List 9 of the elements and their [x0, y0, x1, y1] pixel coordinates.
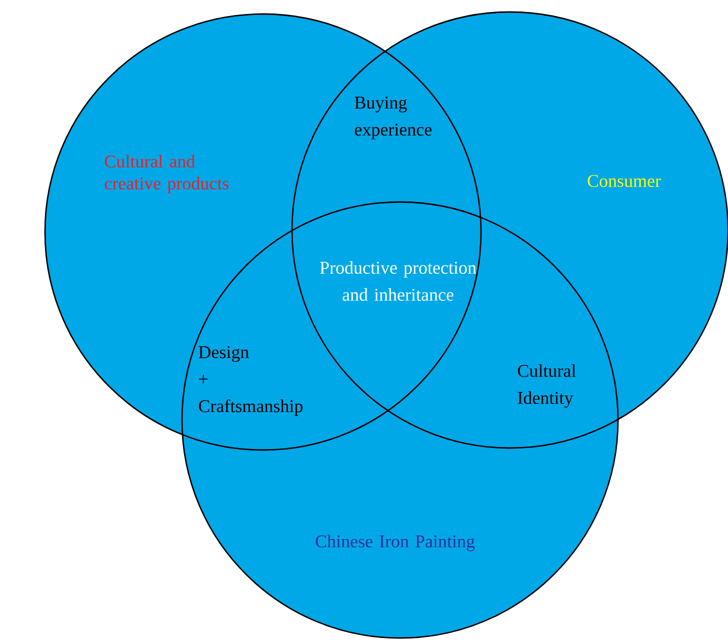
region-label: Cultural Identity: [518, 364, 576, 408]
circle-label: Chinese Iron Painting: [316, 534, 475, 552]
venn-circle: [181, 201, 619, 639]
region-label: Buying experience: [354, 96, 432, 140]
venn-circle: [44, 13, 482, 451]
region-label: Design + Craftsmanship: [198, 346, 302, 416]
circle-label: Consumer: [588, 174, 661, 188]
region-label: Productive protection and inheritance: [320, 261, 476, 301]
circle-label: Cultural and creative products: [104, 154, 228, 194]
